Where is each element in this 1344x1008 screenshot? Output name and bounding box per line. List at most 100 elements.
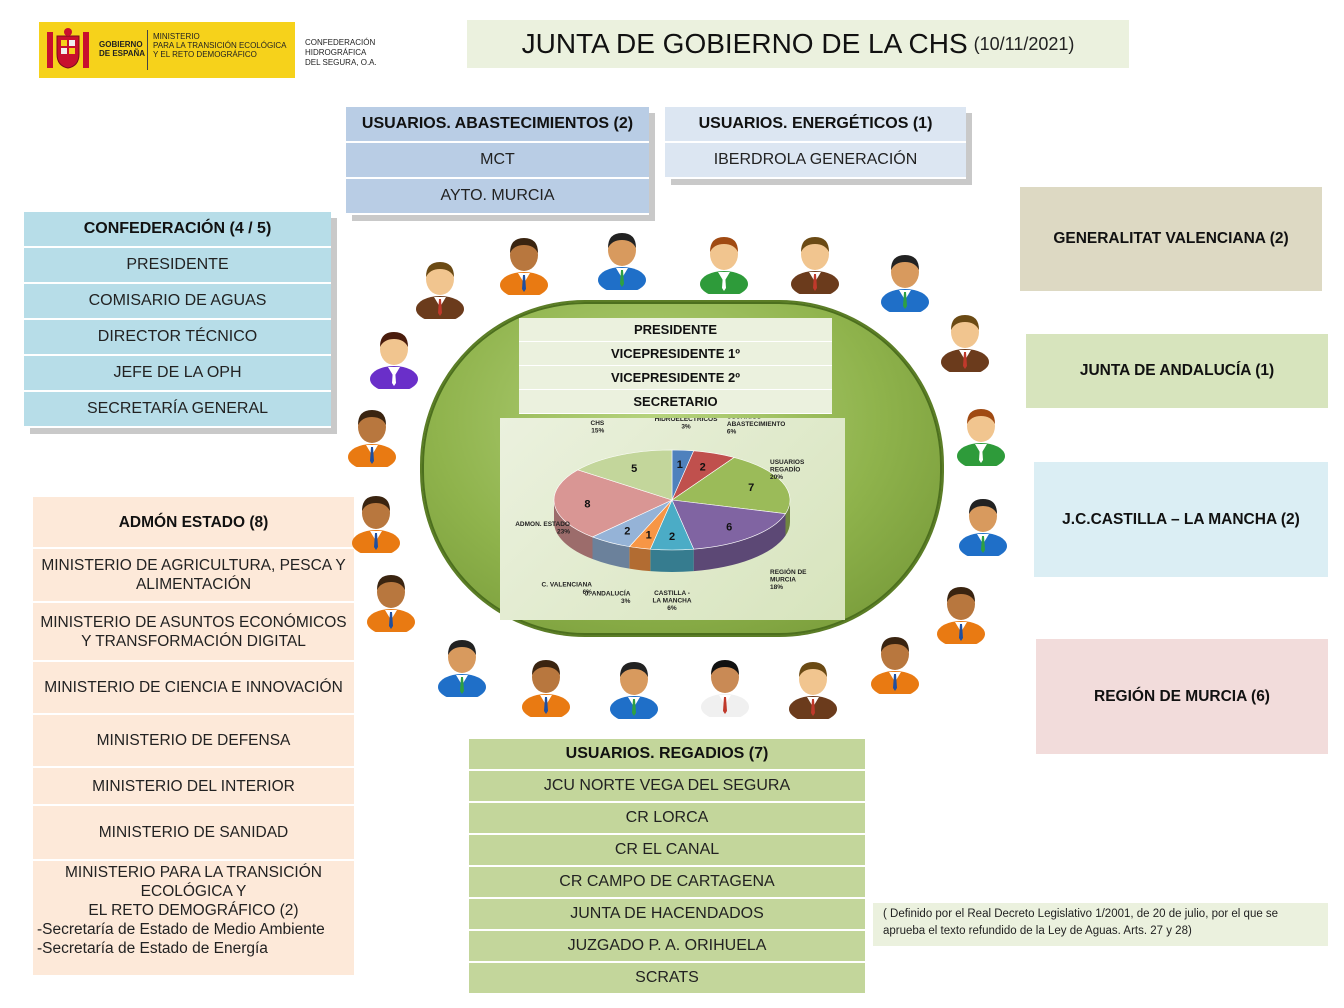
person-icon — [348, 489, 404, 556]
pie-category-label: ADMON. ESTADO — [515, 521, 570, 528]
pie-value-label: 2 — [700, 461, 706, 473]
pie-category-label: J. ANDALUCÍA — [585, 588, 631, 597]
pie-chart: 1USUARIOSHIDROELÉCTRICOS3%2USUARIOSABAST… — [515, 408, 807, 612]
logo-ministerio: MINISTERIO PARA LA TRANSICIÓN ECOLÓGICA … — [153, 32, 287, 59]
admon-item: MINISTERIO DE CIENCIA E INNOVACIÓN — [33, 662, 354, 715]
pie-category-label: 18% — [770, 584, 783, 591]
regadios-item: JCU NORTE VEGA DEL SEGURA — [469, 771, 865, 803]
regadios-item: SCRATS — [469, 963, 865, 995]
government-logo: GOBIERNO DE ESPAÑA MINISTERIO PARA LA TR… — [39, 22, 387, 78]
confederacion-item: SECRETARÍA GENERAL — [24, 392, 331, 428]
role-item: SECRETARIO — [519, 390, 832, 414]
pie-category-label: USUARIOS — [770, 459, 805, 466]
admon-item: MINISTERIO DE SANIDAD — [33, 806, 354, 861]
admon-item: MINISTERIO DE DEFENSA — [33, 715, 354, 768]
regadios-item: CR EL CANAL — [469, 835, 865, 867]
confederacion-header: CONFEDERACIÓN (4 / 5) — [24, 212, 331, 248]
regadios-item: JUZGADO P. A. ORIHUELA — [469, 931, 865, 963]
confederacion-item: PRESIDENTE — [24, 248, 331, 284]
person-icon — [696, 230, 752, 297]
abastecimientos-header: USUARIOS. ABASTECIMIENTOS (2) — [346, 107, 649, 143]
admon-item: MINISTERIO DE ASUNTOS ECONÓMICOS Y TRANS… — [33, 603, 354, 662]
pie-slice-side — [629, 546, 651, 572]
logo-yellow-band — [39, 22, 295, 78]
person-icon — [955, 492, 1011, 559]
admon-transicion-title: MINISTERIO PARA LA TRANSICIÓN ECOLÓGICA … — [65, 864, 322, 900]
pie-category-label: C. VALENCIANA — [542, 582, 593, 589]
admon-item: MINISTERIO DEL INTERIOR — [33, 768, 354, 806]
pie-value-label: 1 — [677, 459, 683, 471]
pie-slice — [671, 499, 787, 550]
pie-category-label: 3% — [681, 423, 691, 430]
person-icon — [933, 580, 989, 647]
pie-value-label: 1 — [646, 530, 652, 542]
pie-slice — [671, 457, 791, 515]
person-icon — [785, 655, 841, 722]
pie-slice — [577, 449, 673, 501]
regadios-table: USUARIOS. REGADIOS (7) JCU NORTE VEGA DE… — [469, 739, 865, 995]
energeticos-table: USUARIOS. ENERGÉTICOS (1) IBERDROLA GENE… — [665, 107, 966, 179]
admon-item-transicion: MINISTERIO PARA LA TRANSICIÓN ECOLÓGICA … — [33, 861, 354, 975]
energeticos-item: IBERDROLA GENERACIÓN — [665, 143, 966, 179]
pie-category-label: 15% — [591, 427, 604, 434]
regadios-item: JUNTA DE HACENDADOS — [469, 899, 865, 931]
pie-category-label: 6% — [583, 589, 593, 596]
roles-list: PRESIDENTE VICEPRESIDENTE 1º VICEPRESIDE… — [519, 318, 832, 414]
page-title-box: JUNTA DE GOBIERNO DE LA CHS (10/11/2021) — [467, 20, 1129, 68]
admon-item: MINISTERIO DE AGRICULTURA, PESCA Y ALIME… — [33, 549, 354, 603]
region-murcia: REGIÓN DE MURCIA (6) — [1036, 639, 1328, 754]
logo-gobierno: GOBIERNO DE ESPAÑA — [99, 40, 146, 58]
admon-transicion-sub: -Secretaría de Estado de Energía — [37, 940, 268, 957]
logo-confederacion: CONFEDERACIÓN HIDROGRÁFICA DEL SEGURA, O… — [305, 38, 377, 67]
pie-category-label: REGIÓN DE — [770, 567, 807, 576]
person-icon — [697, 653, 753, 720]
role-item: VICEPRESIDENTE 1º — [519, 342, 832, 366]
pie-value-label: 2 — [624, 526, 630, 538]
page-title: JUNTA DE GOBIERNO DE LA CHS — [521, 28, 968, 59]
pie-category-label: LA MANCHA — [652, 598, 691, 605]
pie-slice-side — [650, 549, 694, 572]
pie-slice-side — [554, 500, 593, 559]
pie-slice-side — [693, 513, 786, 572]
person-icon — [867, 630, 923, 697]
pie-category-label: REGADÍO — [770, 465, 800, 474]
pie-chart-panel: 1USUARIOSHIDROELÉCTRICOS3%2USUARIOSABAST… — [500, 408, 845, 620]
pie-value-label: 5 — [631, 463, 637, 475]
person-icon — [366, 325, 422, 392]
regadios-header: USUARIOS. REGADIOS (7) — [469, 739, 865, 771]
person-icon — [518, 653, 574, 720]
page-date: (10/11/2021) — [973, 33, 1075, 54]
region-castilla: J.C.CASTILLA – LA MANCHA (2) — [1034, 462, 1328, 577]
confederacion-item: JEFE DE LA OPH — [24, 356, 331, 392]
role-item: VICEPRESIDENTE 2º — [519, 366, 832, 390]
abastecimientos-table: USUARIOS. ABASTECIMIENTOS (2) MCT AYTO. … — [346, 107, 649, 215]
pie-value-label: 8 — [584, 498, 590, 510]
pie-category-label: ABASTECIMIENTO — [727, 421, 785, 428]
confederacion-item: COMISARIO DE AGUAS — [24, 284, 331, 320]
pie-category-label: 23% — [557, 528, 570, 535]
pie-slice-side — [592, 536, 630, 569]
admon-header: ADMÓN ESTADO (8) — [33, 497, 354, 549]
regadios-item: CR CAMPO DE CARTAGENA — [469, 867, 865, 899]
pie-category-label: CHS — [591, 420, 605, 427]
person-icon — [787, 230, 843, 297]
admon-estado-table: ADMÓN ESTADO (8) MINISTERIO DE AGRICULTU… — [33, 497, 354, 975]
pie-category-label: 6% — [727, 428, 737, 435]
person-icon — [877, 248, 933, 315]
pie-value-label: 7 — [748, 482, 754, 494]
person-icon — [434, 633, 490, 700]
energeticos-header: USUARIOS. ENERGÉTICOS (1) — [665, 107, 966, 143]
coat-of-arms-icon — [47, 28, 89, 69]
pie-category-label: HIDROELÉCTRICOS — [655, 418, 719, 423]
region-valenciana: GENERALITAT VALENCIANA (2) — [1020, 187, 1322, 291]
person-icon — [344, 403, 400, 470]
person-icon — [496, 231, 552, 298]
pie-category-label: MURCIA — [770, 577, 796, 584]
pie-value-label: 6 — [726, 522, 732, 534]
pie-category-label: 3% — [621, 598, 631, 605]
confederacion-item: DIRECTOR TÉCNICO — [24, 320, 331, 356]
abastecimientos-item: AYTO. MURCIA — [346, 179, 649, 215]
abastecimientos-item: MCT — [346, 143, 649, 179]
pie-category-label: 6% — [667, 605, 677, 612]
person-icon — [953, 402, 1009, 469]
